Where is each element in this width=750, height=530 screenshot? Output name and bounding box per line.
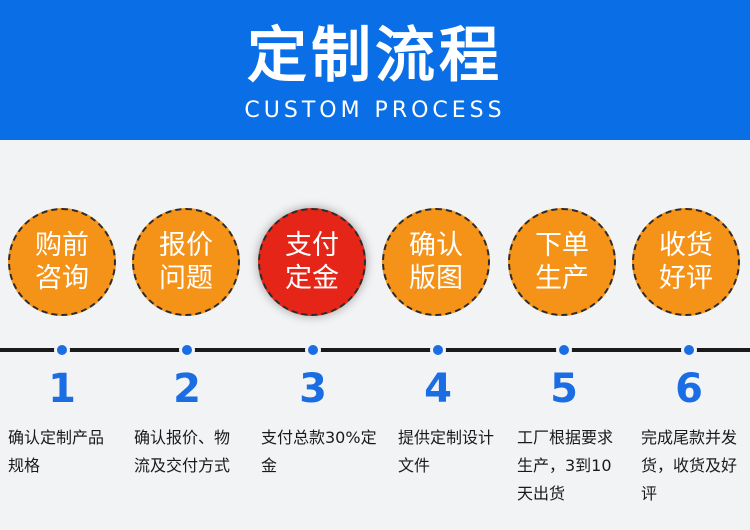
step-description: 确认定制产品规格 — [8, 428, 105, 475]
page-title: 定制流程 — [247, 21, 503, 91]
step-circle-review: 收货 好评 — [632, 208, 740, 316]
step-circle-quote: 报价 问题 — [132, 208, 240, 316]
timeline-dot — [430, 342, 446, 358]
step-number: 3 — [299, 366, 327, 412]
step-circle-label-2: 问题 — [159, 263, 213, 294]
step-circle-label-1: 购前 — [35, 230, 89, 261]
step-number: 1 — [48, 366, 76, 412]
step-description: 工厂根据要求生产，3到10天出货 — [517, 428, 614, 503]
timeline-dot — [54, 342, 70, 358]
timeline-line — [0, 348, 750, 352]
step-circle-layout: 确认 版图 — [382, 208, 490, 316]
step-circle-production: 下单 生产 — [508, 208, 616, 316]
step-circle-label-2: 咨询 — [35, 263, 89, 294]
step-number: 6 — [675, 366, 703, 412]
step-number: 5 — [550, 366, 578, 412]
step-circle-consult: 购前 咨询 — [8, 208, 116, 316]
step-circle-label-2: 生产 — [535, 263, 589, 294]
step-circle-label-1: 确认 — [409, 230, 463, 261]
step-circle-label-2: 定金 — [285, 263, 339, 294]
step-number: 2 — [173, 366, 201, 412]
step-circle-label-1: 报价 — [159, 230, 213, 261]
step-number: 4 — [424, 366, 452, 412]
step-description: 完成尾款并发货，收货及好评 — [641, 428, 738, 503]
step-description: 提供定制设计文件 — [398, 428, 495, 475]
step-circle-deposit: 支付 定金 — [258, 208, 366, 316]
step-circle-label-1: 下单 — [535, 230, 589, 261]
step-description: 支付总款30%定金 — [261, 428, 377, 475]
timeline-dot — [681, 342, 697, 358]
timeline-dot — [556, 342, 572, 358]
timeline-dot — [179, 342, 195, 358]
page-subtitle: CUSTOM PROCESS — [244, 98, 506, 123]
step-description: 确认报价、物流及交付方式 — [134, 428, 231, 475]
header-banner: 定制流程 CUSTOM PROCESS — [0, 0, 750, 140]
step-circle-label-2: 好评 — [659, 263, 713, 294]
step-circle-label-1: 支付 — [285, 230, 339, 261]
step-circle-label-2: 版图 — [409, 263, 463, 294]
timeline-dot — [305, 342, 321, 358]
step-circle-label-1: 收货 — [659, 230, 713, 261]
